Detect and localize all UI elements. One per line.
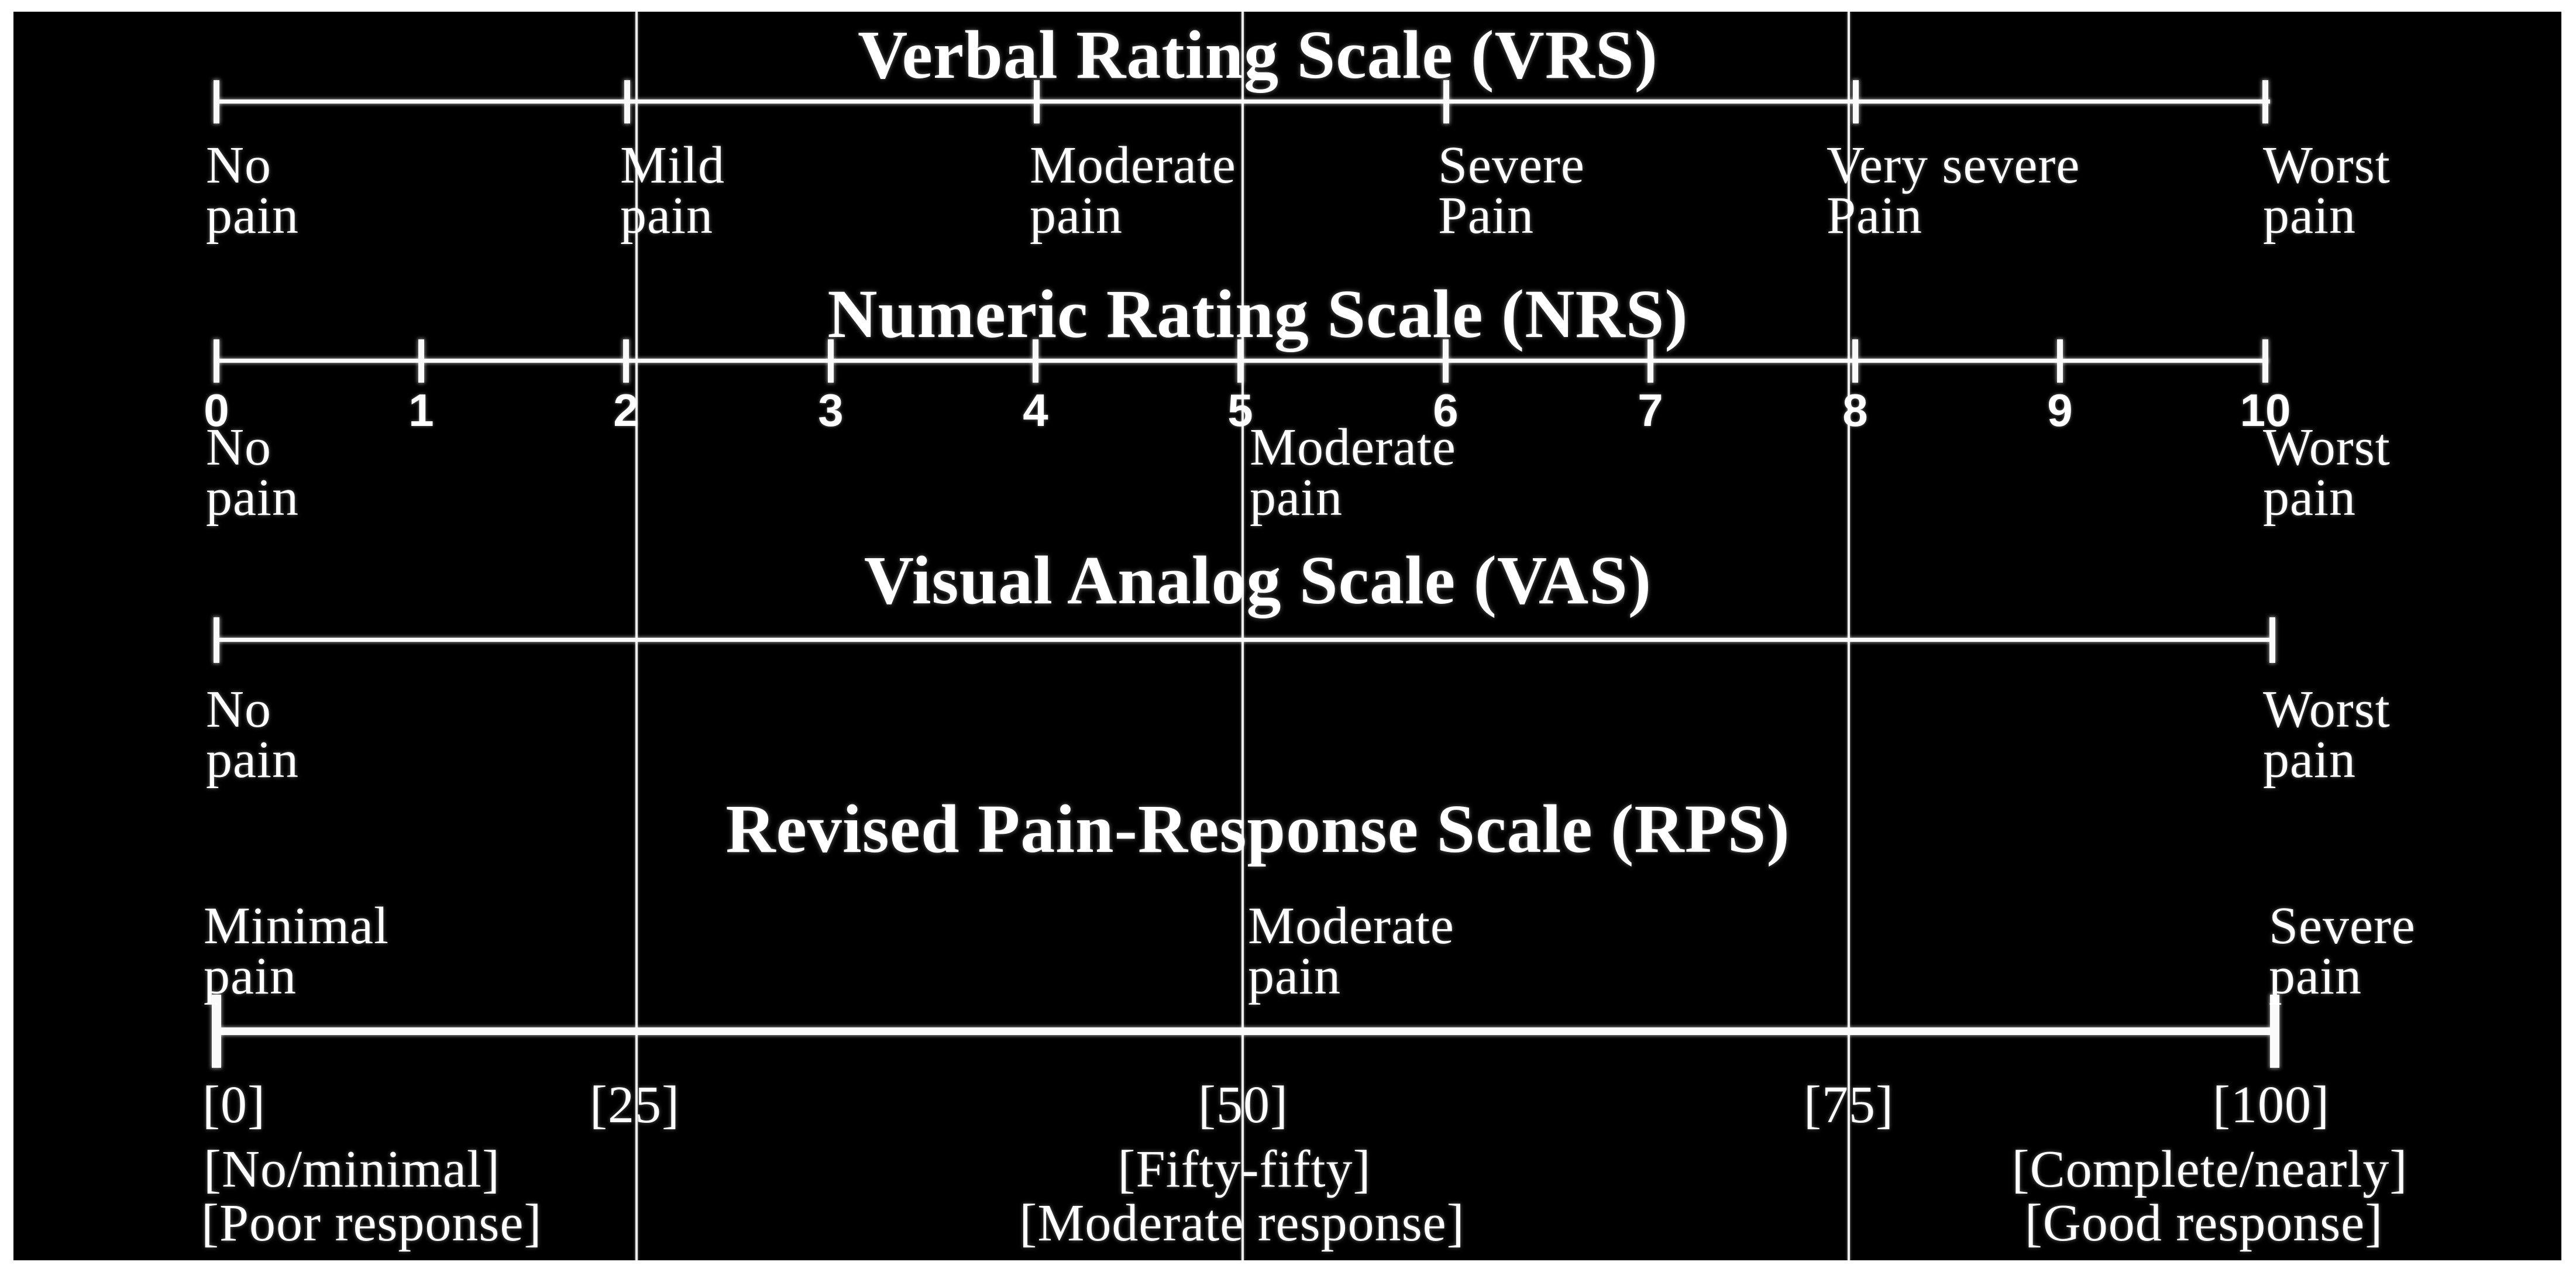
label-line: pain (2269, 947, 2362, 1005)
vrs-label-mild-pain: Mild pain (620, 136, 725, 245)
label-line: pain (2263, 187, 2356, 245)
guide-line-50-percent (1241, 11, 1244, 1263)
nrs-number-5: 5 (1227, 384, 1253, 436)
rps-tick-start (212, 995, 221, 1068)
label-line: pain (206, 731, 299, 789)
nrs-number-8: 8 (1842, 384, 1868, 436)
label-line: Minimal (204, 897, 389, 955)
label-line: No (206, 136, 271, 194)
rps-response-poor: [Poor response] (201, 1194, 542, 1252)
nrs-label-moderate-pain: Moderate pain (1250, 418, 1456, 527)
nrs-number-2: 2 (613, 384, 639, 436)
vrs-label-moderate-pain: Moderate pain (1030, 136, 1236, 245)
rps-response-good: [Good response] (2024, 1194, 2384, 1252)
nrs-number-1: 1 (408, 384, 434, 436)
label-line: pain (1250, 469, 1343, 527)
label-line: Worst (2263, 136, 2391, 194)
label-line: pain (2263, 469, 2356, 527)
guide-line-75-percent (1848, 11, 1850, 1263)
nrs-tick-4 (1033, 339, 1038, 383)
label-line: pain (1030, 187, 1123, 245)
label-line: Very severe (1827, 136, 2080, 194)
frame-border-top (0, 0, 2576, 12)
frame-border-right (2561, 0, 2576, 1272)
nrs-tick-9 (2057, 339, 2063, 383)
nrs-number-10: 10 (2240, 384, 2291, 436)
rps-score-25: [25] (590, 1076, 680, 1134)
label-line: Severe (2269, 897, 2416, 955)
label-line: Moderate (1250, 418, 1456, 476)
label-line: pain (2263, 731, 2356, 789)
vrs-scale-line (216, 99, 2270, 104)
label-line: Severe (1438, 136, 1585, 194)
vas-label-no-pain: No pain (206, 680, 299, 789)
rps-response-fifty-fifty: [Fifty-fifty] (1117, 1140, 1371, 1198)
nrs-number-0: 0 (204, 384, 229, 436)
label-line: pain (1248, 947, 1341, 1005)
label-line: Worst (2263, 418, 2391, 476)
rps-scale-line (216, 1027, 2275, 1035)
rps-score-0: [0] (202, 1076, 266, 1134)
rps-label-minimal-pain: Minimal pain (204, 897, 389, 1005)
rps-label-moderate-pain: Moderate pain (1248, 897, 1454, 1005)
vrs-label-very-severe-pain: Very severe Pain (1827, 136, 2080, 245)
nrs-tick-5 (1237, 339, 1243, 383)
vas-title: Visual Analog Scale (VAS) (864, 542, 1652, 618)
rps-score-100: [100] (2213, 1076, 2330, 1134)
nrs-tick-1 (418, 339, 424, 383)
frame-border-left (0, 0, 13, 1272)
label-line: Pain (1438, 187, 1535, 245)
rps-title: Revised Pain-Response Scale (RPS) (725, 790, 1790, 867)
nrs-number-3: 3 (818, 384, 844, 436)
nrs-tick-8 (1852, 339, 1858, 383)
rps-response-complete-nearly: [Complete/nearly] (2011, 1140, 2408, 1198)
nrs-label-no-pain: No pain (206, 418, 299, 527)
nrs-tick-10 (2262, 339, 2268, 383)
label-line: No (206, 680, 271, 738)
vrs-label-no-pain: No pain (206, 136, 299, 245)
vrs-tick-severe (1443, 80, 1449, 123)
nrs-tick-0 (214, 339, 219, 383)
label-line: Moderate (1248, 897, 1454, 955)
vrs-tick-no-pain (214, 80, 219, 123)
label-line: Mild (620, 136, 725, 194)
rps-label-severe-pain: Severe pain (2269, 897, 2416, 1005)
guide-line-25-percent (635, 11, 638, 1263)
vas-tick-start (214, 617, 219, 663)
nrs-tick-3 (828, 339, 834, 383)
vrs-label-severe-pain: Severe Pain (1438, 136, 1585, 245)
label-line: Worst (2263, 680, 2391, 738)
label-line: Moderate (1030, 136, 1236, 194)
nrs-label-worst-pain: Worst pain (2263, 418, 2391, 527)
nrs-number-7: 7 (1638, 384, 1663, 436)
vrs-tick-very-severe (1853, 80, 1859, 123)
vrs-tick-worst (2262, 80, 2268, 123)
vas-label-worst-pain: Worst pain (2263, 680, 2391, 789)
vrs-tick-mild (624, 80, 630, 123)
rps-score-50: [50] (1198, 1076, 1288, 1134)
vrs-tick-moderate (1034, 80, 1040, 123)
frame-border-bottom (0, 1260, 2576, 1272)
nrs-tick-6 (1443, 339, 1449, 383)
vrs-title: Verbal Rating Scale (VRS) (858, 16, 1658, 93)
vas-tick-end (2269, 617, 2275, 663)
label-line: pain (206, 187, 299, 245)
nrs-tick-7 (1648, 339, 1653, 383)
vrs-label-worst-pain: Worst pain (2263, 136, 2391, 245)
nrs-number-6: 6 (1433, 384, 1459, 436)
rps-response-no-minimal: [No/minimal] (204, 1140, 500, 1198)
rps-response-moderate: [Moderate response] (1019, 1194, 1465, 1252)
nrs-tick-2 (623, 339, 629, 383)
label-line: Pain (1827, 187, 1923, 245)
nrs-number-9: 9 (2047, 384, 2073, 436)
label-line: pain (204, 947, 297, 1005)
rps-tick-end (2270, 995, 2279, 1068)
rps-score-75: [75] (1804, 1076, 1894, 1134)
label-line: pain (620, 187, 713, 245)
label-line: No (206, 418, 271, 476)
vas-scale-line (216, 638, 2272, 642)
nrs-number-4: 4 (1023, 384, 1048, 436)
nrs-title: Numeric Rating Scale (NRS) (827, 276, 1688, 352)
label-line: pain (206, 469, 299, 527)
